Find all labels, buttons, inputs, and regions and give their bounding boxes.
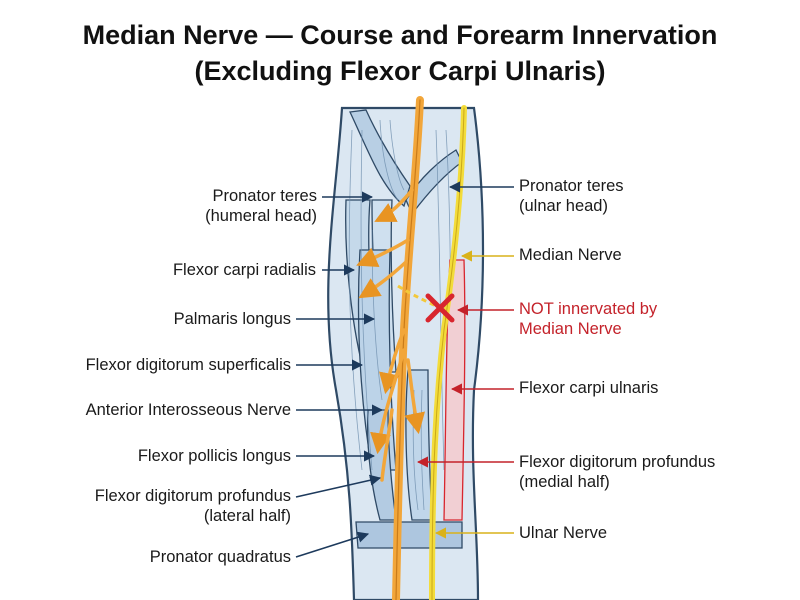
label-ain: Anterior Interosseous Nerve	[85, 401, 291, 419]
branch-pronator-teres	[374, 188, 414, 222]
not-innervated-link	[397, 284, 441, 310]
fdp-muscle	[405, 369, 433, 521]
branch-fpl	[380, 408, 394, 482]
left-pointer-lines	[295, 191, 384, 558]
branch-fds	[379, 328, 406, 395]
label-fds: Flexor digitorum superficalis	[85, 356, 291, 374]
branch-fdp-lateral	[404, 358, 426, 435]
pronator-quadratus-muscle	[355, 521, 463, 549]
label-fpl: Flexor pollicis longus	[137, 447, 291, 465]
label-flexor-carpi-ulnaris: Flexor carpi ulnaris	[519, 379, 659, 397]
diagram-title-line-2: (Excluding Flexor Carpi Ulnaris)	[194, 56, 606, 86]
median-nerve-branches	[356, 188, 426, 482]
branch-ain	[370, 348, 406, 455]
label-palmaris-longus: Palmaris longus	[173, 310, 291, 328]
diagram-title-line-1: Median Nerve — Course and Forearm Innerv…	[82, 20, 718, 50]
pointer-pronator-quadratus	[295, 531, 370, 558]
label-ulnar-nerve: Ulnar Nerve	[519, 524, 608, 542]
label-pronator-teres-ulnar: Pronator teres (ulnar head)	[519, 177, 624, 215]
pointer-fdp-lateral	[295, 474, 382, 498]
branch-flexor-carpi-radialis	[356, 238, 410, 268]
branch-palmaris-longus	[358, 260, 408, 299]
label-not-innervated: NOT innervated by Median Nerve	[519, 300, 658, 338]
not-innervated-x-icon	[425, 293, 455, 323]
label-pronator-quadratus: Pronator quadratus	[149, 548, 291, 566]
label-median-nerve: Median Nerve	[519, 246, 622, 264]
label-pronator-teres-humeral: Pronator teres (humeral head)	[205, 187, 317, 225]
label-flexor-carpi-radialis: Flexor carpi radialis	[172, 261, 316, 279]
label-fdp-medial: Flexor digitorum profundus (medial half)	[519, 453, 716, 491]
label-fdp-lateral: Flexor digitorum profundus (lateral half…	[94, 487, 291, 525]
